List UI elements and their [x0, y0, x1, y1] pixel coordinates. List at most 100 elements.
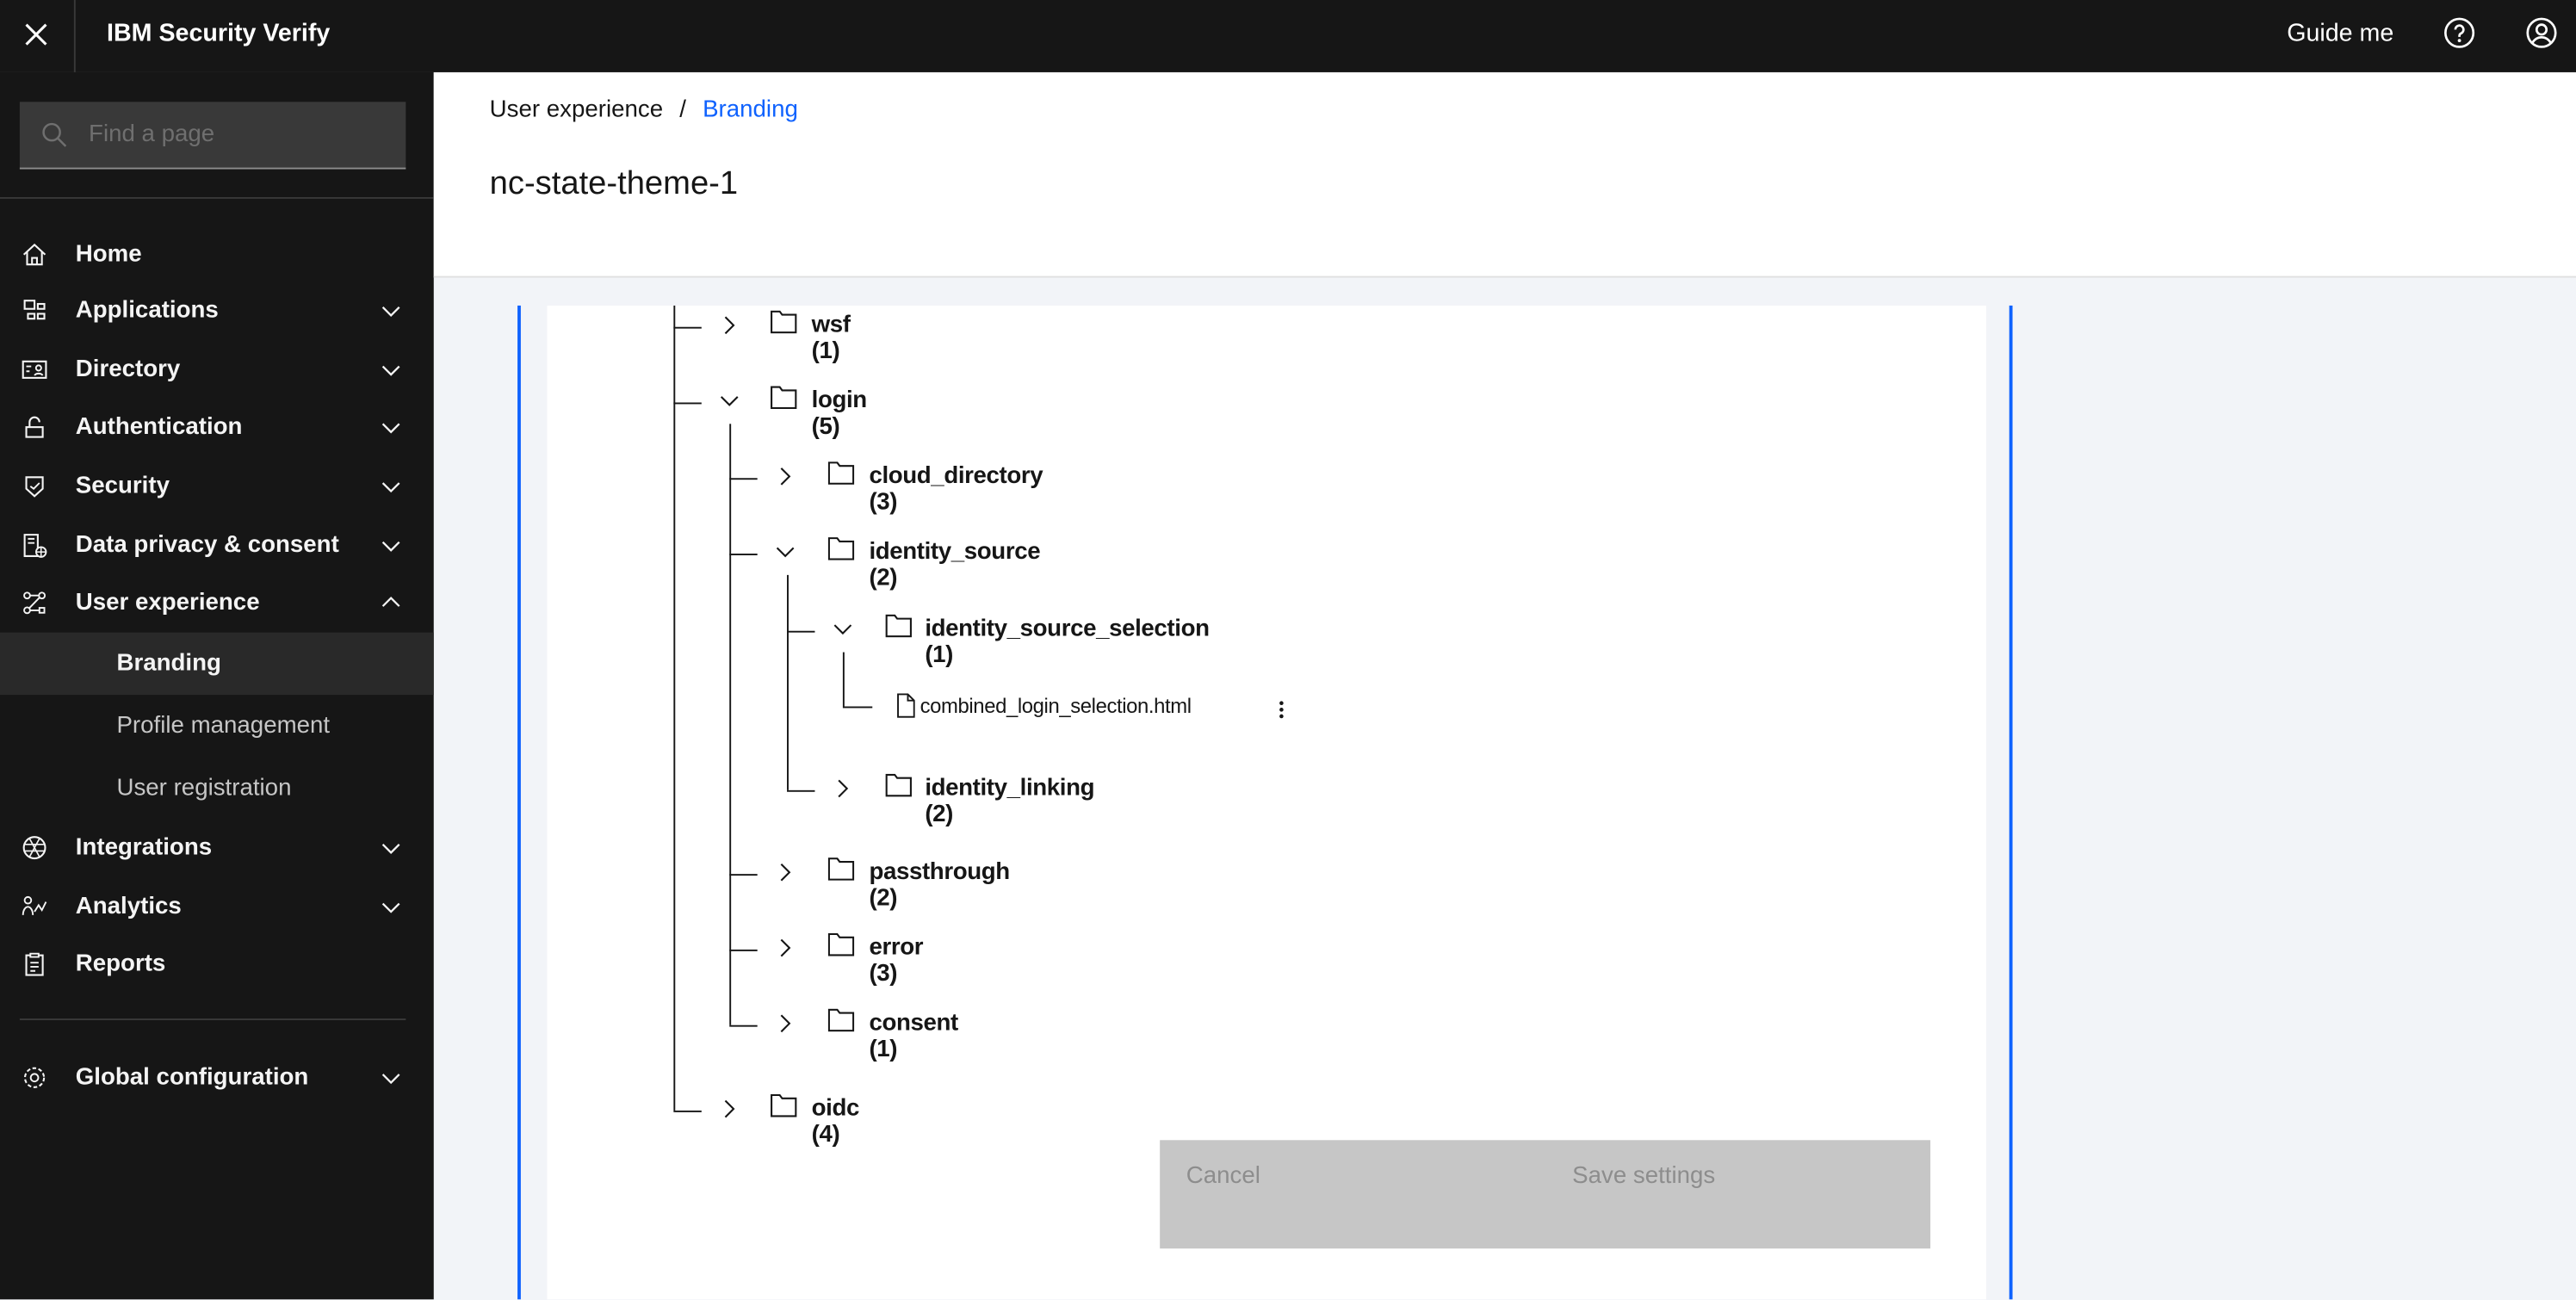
tree-file-combined-login-selection[interactable]: combined_login_selection.html [920, 695, 1192, 718]
tree-folder-error[interactable]: error (3) [869, 934, 924, 987]
accent-border-left [517, 305, 521, 1300]
sidebar-subitem-label: Profile management [116, 713, 331, 740]
overflow-menu-icon[interactable] [1277, 698, 1286, 721]
breadcrumb-current[interactable]: Branding [703, 96, 798, 124]
tree-connector [729, 478, 758, 480]
close-icon[interactable] [23, 22, 50, 48]
chevron-right-icon[interactable] [776, 467, 796, 486]
sidebar-item-authentication[interactable]: Authentication [0, 399, 434, 455]
divider [0, 196, 434, 199]
button-bar: Cancel Save settings [1160, 1140, 1931, 1249]
chevron-down-icon[interactable] [380, 416, 403, 439]
sidebar-subitem-label: User registration [116, 775, 292, 802]
save-settings-button[interactable]: Save settings [1546, 1140, 1931, 1248]
tree-connector [673, 305, 676, 1111]
accent-border-right [2009, 305, 2013, 1300]
settings-icon [22, 1065, 48, 1092]
sidebar-item-label: Security [75, 473, 170, 500]
chevron-right-icon[interactable] [776, 1013, 796, 1033]
user-avatar-icon[interactable] [2525, 16, 2558, 49]
app-title: IBM Security Verify [107, 19, 331, 48]
tree-connector [787, 789, 815, 792]
chevron-right-icon[interactable] [720, 315, 740, 335]
chevron-right-icon[interactable] [720, 1099, 740, 1119]
tree-folder-wsf[interactable]: wsf (1) [811, 312, 851, 365]
chevron-down-icon[interactable] [380, 836, 403, 859]
tree-connector [673, 326, 702, 329]
sidebar-item-label: Global configuration [75, 1064, 309, 1092]
sidebar-item-label: Integrations [75, 834, 213, 861]
sidebar-item-label: User experience [75, 590, 260, 616]
chevron-right-icon[interactable] [833, 778, 852, 798]
sidebar-subitem-profile-management[interactable]: Profile management [0, 695, 434, 758]
applications-icon [22, 297, 48, 324]
breadcrumb-parent[interactable]: User experience [489, 96, 664, 124]
tree-folder-login[interactable]: login (5) [811, 387, 868, 441]
top-bar: IBM Security Verify Guide me [0, 0, 2576, 72]
chevron-down-icon[interactable] [833, 619, 852, 639]
tree-connector [729, 424, 732, 1025]
chevron-down-icon[interactable] [380, 299, 403, 322]
folder-icon [827, 932, 855, 956]
save-label: Save settings [1572, 1163, 1716, 1190]
divider [19, 1018, 406, 1020]
sidebar-subitem-label: Branding [116, 650, 221, 678]
integrations-icon [22, 834, 48, 861]
sidebar-item-reports[interactable]: Reports [0, 937, 434, 993]
tree-folder-consent[interactable]: consent (1) [869, 1010, 958, 1063]
chevron-up-icon[interactable] [380, 591, 403, 615]
tree-folder-identity_source_selection[interactable]: identity_source_selection (1) [925, 616, 1210, 669]
chevron-right-icon[interactable] [776, 863, 796, 882]
breadcrumb-separator: / [679, 96, 686, 124]
help-icon[interactable] [2443, 16, 2475, 49]
tree-connector [673, 1110, 702, 1112]
tree-connector [729, 874, 758, 876]
cancel-label: Cancel [1186, 1163, 1260, 1190]
divider [73, 0, 76, 72]
sidebar-item-label: Reports [75, 950, 166, 978]
chevron-down-icon[interactable] [380, 534, 403, 557]
search-placeholder: Find a page [89, 121, 215, 148]
sidebar-subitem-branding[interactable]: Branding [0, 632, 434, 696]
sidebar-item-integrations[interactable]: Integrations [0, 820, 434, 876]
sidebar-item-label: Directory [75, 356, 181, 383]
guide-me-link[interactable]: Guide me [2287, 19, 2394, 48]
sidebar-item-data-privacy-consent[interactable]: Data privacy & consent [0, 517, 434, 573]
folder-icon [771, 310, 797, 334]
sidebar-item-home[interactable]: Home [0, 226, 434, 282]
search-icon [41, 121, 68, 148]
tree-folder-passthrough[interactable]: passthrough (2) [869, 858, 1010, 913]
analytics-icon [22, 894, 48, 920]
sidebar-item-label: Analytics [75, 894, 182, 920]
chevron-down-icon[interactable] [380, 895, 403, 919]
cancel-button[interactable]: Cancel [1160, 1140, 1545, 1248]
chevron-down-icon[interactable] [720, 391, 740, 411]
chevron-down-icon[interactable] [380, 474, 403, 498]
sidebar-item-security[interactable]: Security [0, 458, 434, 514]
folder-icon [885, 773, 913, 797]
sidebar-subitem-user-registration[interactable]: User registration [0, 758, 434, 820]
tree-folder-cloud_directory[interactable]: cloud_directory (3) [869, 463, 1043, 517]
tree-connector [729, 554, 758, 555]
folder-icon [771, 1093, 797, 1117]
chevron-down-icon[interactable] [380, 1066, 403, 1089]
sidebar-item-directory[interactable]: Directory [0, 342, 434, 398]
search-input[interactable]: Find a page [19, 102, 406, 170]
sidebar-item-analytics[interactable]: Analytics [0, 879, 434, 935]
tree-connector [673, 402, 702, 405]
sidebar-item-applications[interactable]: Applications [0, 282, 434, 338]
breadcrumb: User experience / Branding [490, 97, 798, 124]
chevron-down-icon[interactable] [380, 358, 403, 381]
tree-folder-identity_source[interactable]: identity_source (2) [869, 538, 1041, 591]
tree-folder-oidc[interactable]: oidc (4) [811, 1095, 860, 1148]
chevron-right-icon[interactable] [776, 938, 796, 958]
folder-icon [827, 461, 855, 485]
folder-icon [771, 386, 797, 410]
tree-folder-identity_linking[interactable]: identity_linking (2) [925, 775, 1095, 828]
sidebar-item-global-configuration[interactable]: Global configuration [0, 1049, 434, 1105]
sidebar-item-label: Home [75, 241, 142, 269]
directory-icon [22, 356, 48, 383]
chevron-down-icon[interactable] [776, 542, 796, 562]
sidebar-item-user-experience[interactable]: User experience [0, 575, 434, 631]
